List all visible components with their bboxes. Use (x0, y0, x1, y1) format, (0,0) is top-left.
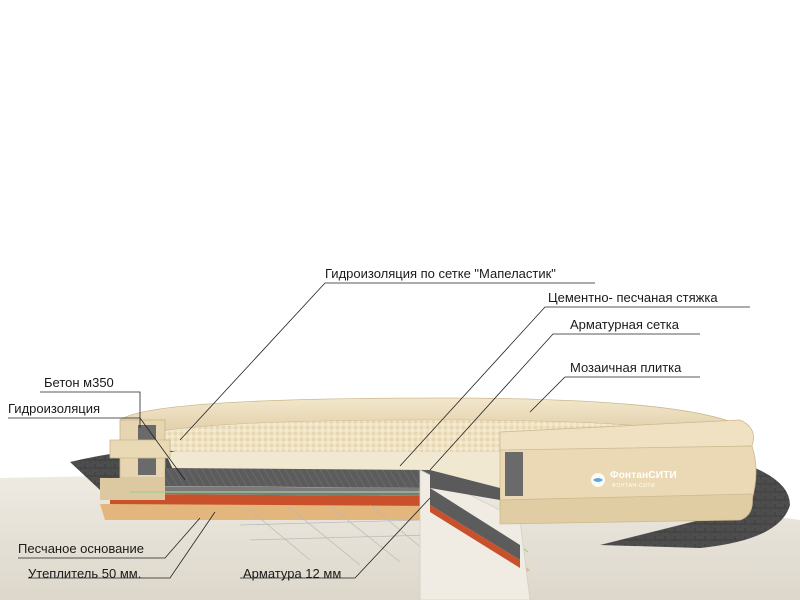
right-wall-base (499, 493, 753, 525)
label-waterproofing-mesh: Гидроизоляция по сетке "Мапеластик" (325, 266, 556, 281)
screed-layer (165, 468, 430, 488)
logo-subtitle: ФОНТАН-СИТИ (612, 483, 656, 489)
concrete-core-right (505, 452, 523, 496)
leader-lines (8, 282, 750, 579)
rebar-mesh-layer (120, 486, 430, 496)
logo-name: ФонтанСИТИ (610, 470, 677, 481)
brand-logo: ФонтанСИТИ ФОНТАН-СИТИ (590, 468, 700, 494)
label-concrete: Бетон м350 (44, 375, 114, 390)
basin-edge (430, 470, 500, 500)
label-insulation: Утеплитель 50 мм. (28, 566, 142, 581)
label-rebar-mesh: Арматурная сетка (570, 317, 679, 332)
logo-wave (593, 478, 603, 482)
trench-layers (430, 488, 520, 560)
label-rebar: Арматура 12 мм (243, 566, 342, 581)
left-coping (109, 439, 171, 459)
concrete-base (100, 478, 165, 500)
label-cement-screed: Цементно- песчаная стяжка (548, 290, 718, 305)
label-waterproofing: Гидроизоляция (8, 401, 101, 416)
label-sand-base: Песчаное основание (18, 541, 144, 556)
trench-red (430, 505, 520, 568)
sand-layer (100, 504, 530, 575)
label-mosaic-tile: Мозаичная плитка (570, 360, 682, 375)
